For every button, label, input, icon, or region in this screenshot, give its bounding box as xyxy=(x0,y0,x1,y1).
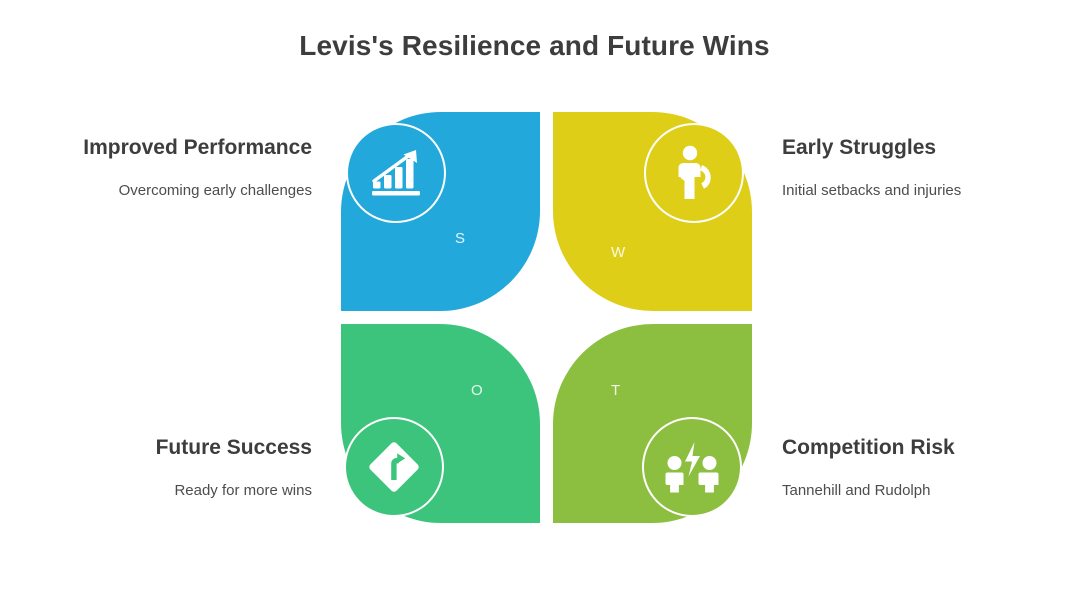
badge-threats[interactable] xyxy=(642,417,742,517)
petal-letter-w: W xyxy=(611,244,626,261)
caption-strengths: Improved Performance Overcoming early ch… xyxy=(12,136,312,199)
badge-strengths[interactable] xyxy=(346,123,446,223)
caption-subtext-threats: Tannehill and Rudolph xyxy=(782,482,931,499)
page-title: Levis's Resilience and Future Wins xyxy=(299,30,770,61)
caption-subtext-strengths: Overcoming early challenges xyxy=(118,182,312,199)
caption-subtext-weaknesses: Initial setbacks and injuries xyxy=(782,182,962,199)
caption-opportunities: Future Success Ready for more wins xyxy=(12,436,312,499)
petal-letter-s: S xyxy=(455,230,466,247)
caption-subtext-opportunities: Ready for more wins xyxy=(174,482,312,499)
caption-title-threats: Competition Risk xyxy=(782,436,955,459)
bar-chart-growth-icon xyxy=(369,148,423,198)
caption-title-strengths: Improved Performance xyxy=(83,136,312,159)
swot-diagram: S W O T xyxy=(341,112,752,523)
caption-threats: Competition Risk Tannehill and Rudolph xyxy=(782,436,1069,499)
injured-person-icon xyxy=(671,145,717,201)
two-people-conflict-icon xyxy=(663,441,721,493)
caption-title-opportunities: Future Success xyxy=(155,436,312,459)
caption-title-weaknesses: Early Struggles xyxy=(782,136,937,159)
petal-letter-t: T xyxy=(611,382,621,399)
badge-weaknesses[interactable] xyxy=(644,123,744,223)
road-fork-sign-icon xyxy=(366,439,422,495)
petal-letter-o: O xyxy=(471,382,483,399)
badge-opportunities[interactable] xyxy=(344,417,444,517)
caption-weaknesses: Early Struggles Initial setbacks and inj… xyxy=(782,136,1069,199)
